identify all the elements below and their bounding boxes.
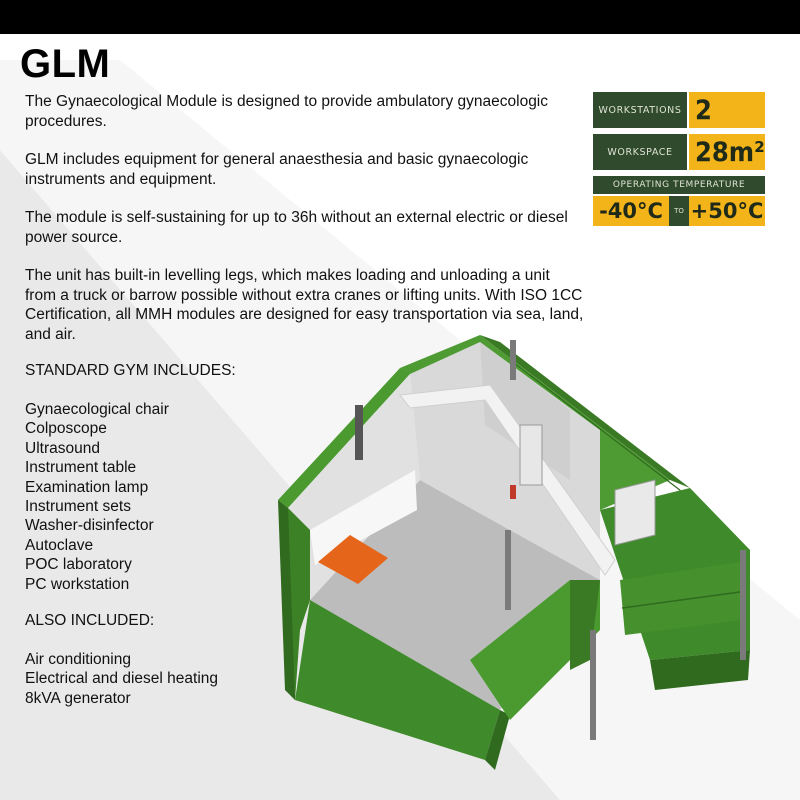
list-item: Colposcope xyxy=(25,420,107,438)
list-item: Examination lamp xyxy=(25,478,149,496)
list-item: Instrument sets xyxy=(25,498,131,516)
workstations-value: 2 xyxy=(689,92,765,128)
list-item: Electrical and diesel heating xyxy=(25,670,219,688)
top-bar xyxy=(0,0,800,34)
temperature-range: -40°C TO +50°C xyxy=(593,196,765,226)
workspace-value: 28m² xyxy=(689,134,765,170)
list-item: PC workstation xyxy=(25,575,130,593)
transport-paragraph: The unit has built-in levelling legs, wh… xyxy=(25,267,584,343)
workstations-label: WORKSTATIONS xyxy=(593,92,687,128)
workspace-label: WORKSPACE xyxy=(593,134,687,170)
temperature-max: +50°C xyxy=(690,199,764,223)
workspace-spec: WORKSPACE 28m² xyxy=(593,134,765,170)
list-item: Washer-disinfector xyxy=(25,517,154,535)
module-illustration xyxy=(278,335,750,770)
equipment-paragraph: GLM includes equipment for general anaes… xyxy=(25,151,529,188)
list-item: Instrument table xyxy=(25,459,137,477)
power-paragraph: The module is self-sustaining for up to … xyxy=(25,209,568,246)
workstations-spec: WORKSTATIONS 2 xyxy=(593,92,765,128)
list-item: Ultrasound xyxy=(25,439,100,457)
list-item: 8kVA generator xyxy=(25,689,131,707)
temperature-to: TO xyxy=(669,196,689,226)
temperature-min: -40°C xyxy=(599,199,663,223)
temperature-spec: OPERATING TEMPERATURE -40°C TO +50°C xyxy=(593,176,765,226)
list-item: POC laboratory xyxy=(25,556,132,574)
standard-heading: STANDARD GYM INCLUDES: xyxy=(25,362,236,379)
temperature-label: OPERATING TEMPERATURE xyxy=(593,176,765,194)
list-item: Gynaecological chair xyxy=(25,401,169,418)
standard-list: Gynaecological chair Colposcope Ultrasou… xyxy=(25,400,169,594)
list-item: Autoclave xyxy=(25,536,94,554)
list-item: Air conditioning xyxy=(25,651,131,668)
page-title: GLM xyxy=(20,42,111,86)
also-list: Air conditioning Electrical and diesel h… xyxy=(25,650,218,708)
intro-paragraph: The Gynaecological Module is designed to… xyxy=(25,93,549,130)
also-heading: ALSO INCLUDED: xyxy=(25,612,155,629)
